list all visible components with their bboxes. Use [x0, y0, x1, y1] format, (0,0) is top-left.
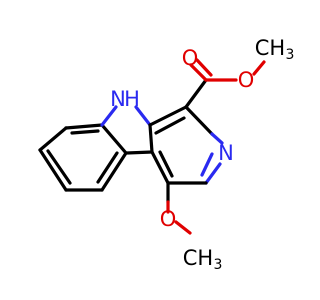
bond	[148, 123, 154, 154]
bond-c-n	[100, 105, 118, 127]
bond	[184, 78, 208, 109]
atom-nh-h: H	[124, 87, 140, 111]
atom-methoxy-o: O	[160, 207, 177, 231]
atom-methoxy-methyl: CH	[183, 246, 213, 270]
bond-inner	[46, 149, 72, 185]
bond-inner	[96, 151, 119, 184]
bond-inner	[70, 129, 100, 135]
bond-n-c	[134, 105, 152, 127]
bond	[64, 123, 104, 130]
bond	[100, 151, 128, 192]
bond	[148, 105, 188, 127]
bond-inner	[154, 116, 186, 135]
bond-inner	[158, 150, 174, 178]
bond	[150, 150, 170, 185]
atom-methoxy-methyl-subscript: 3	[214, 257, 223, 273]
bond	[38, 148, 68, 192]
bond-c-n	[210, 132, 224, 145]
structure-canvas: N H N O O CH 3 O CH 3	[38, 36, 295, 273]
bond-o-c	[174, 220, 192, 235]
atom-ester-methyl: CH	[255, 36, 285, 60]
bond-double-o	[189, 63, 208, 82]
bond	[38, 126, 68, 152]
atom-ester-o: O	[238, 68, 255, 92]
atom-pyridine-n: N	[218, 141, 234, 165]
molecule-drawing: N H N O O CH 3 O CH 3	[38, 36, 295, 273]
bond	[184, 105, 214, 136]
bond-double-o	[195, 58, 213, 77]
bond-n-c	[204, 162, 222, 185]
bond-o-c	[252, 60, 266, 76]
bond	[124, 150, 154, 155]
atom-nh-n: N	[110, 87, 126, 111]
bond-inner-n	[200, 152, 214, 177]
atom-ester-methyl-subscript: 3	[286, 47, 295, 63]
bond	[100, 123, 128, 155]
atom-carbonyl-o: O	[182, 46, 199, 70]
